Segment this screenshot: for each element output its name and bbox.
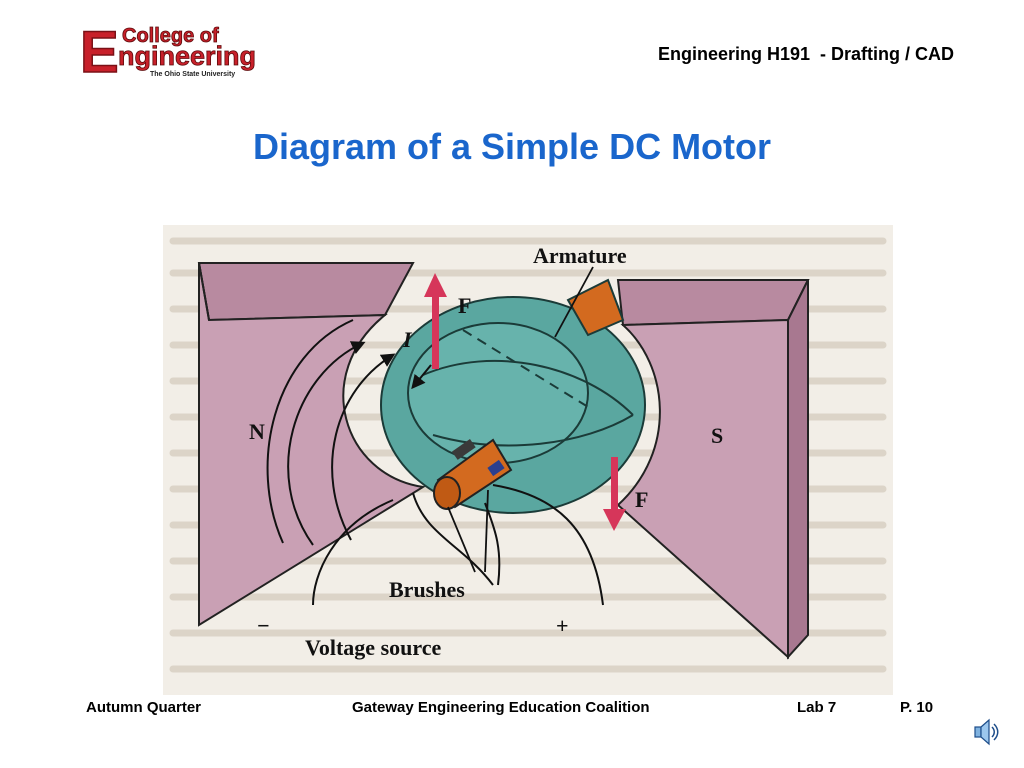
minus-terminal-label: − (257, 613, 270, 638)
plus-terminal-label: + (556, 613, 569, 638)
logo-big-e: E (80, 20, 119, 82)
magnetic-field-lines (266, 319, 396, 546)
college-of-engineering-logo: E College of ngineering The Ohio State U… (78, 18, 290, 82)
footer-quarter: Autumn Quarter (86, 699, 202, 716)
current-label: I (402, 327, 413, 352)
north-magnet (197, 262, 426, 627)
force-arrow-up (424, 273, 447, 369)
brushes-label: Brushes (389, 577, 465, 602)
south-pole-label: S (711, 423, 723, 448)
south-magnet (616, 279, 810, 660)
armature-label: Armature (533, 243, 627, 268)
armature (380, 278, 646, 514)
force-top-label: F (458, 293, 471, 318)
logo-university: The Ohio State University (150, 71, 235, 78)
footer-coalition: Gateway Engineering Education Coalition (352, 699, 650, 716)
current-arrow (411, 364, 432, 390)
speaker-icon[interactable] (972, 716, 1000, 748)
force-arrow-down (603, 457, 626, 531)
footer-page-number: P. 10 (900, 699, 934, 716)
logo-college-of: College of (122, 25, 219, 47)
slide-title: Diagram of a Simple DC Motor (252, 126, 772, 167)
voltage-source-label: Voltage source (305, 635, 442, 660)
course-title: Engineering H191 - Drafting / CAD (657, 44, 954, 64)
commutator (433, 438, 513, 510)
logo-engineering: ngineering (118, 41, 256, 71)
force-bottom-label: F (635, 487, 648, 512)
label-leaders (447, 266, 594, 573)
footer-lab: Lab 7 (797, 699, 837, 716)
dc-motor-diagram: Armature F I N S F Brushes − + Voltage s… (163, 225, 893, 695)
north-pole-label: N (249, 419, 265, 444)
